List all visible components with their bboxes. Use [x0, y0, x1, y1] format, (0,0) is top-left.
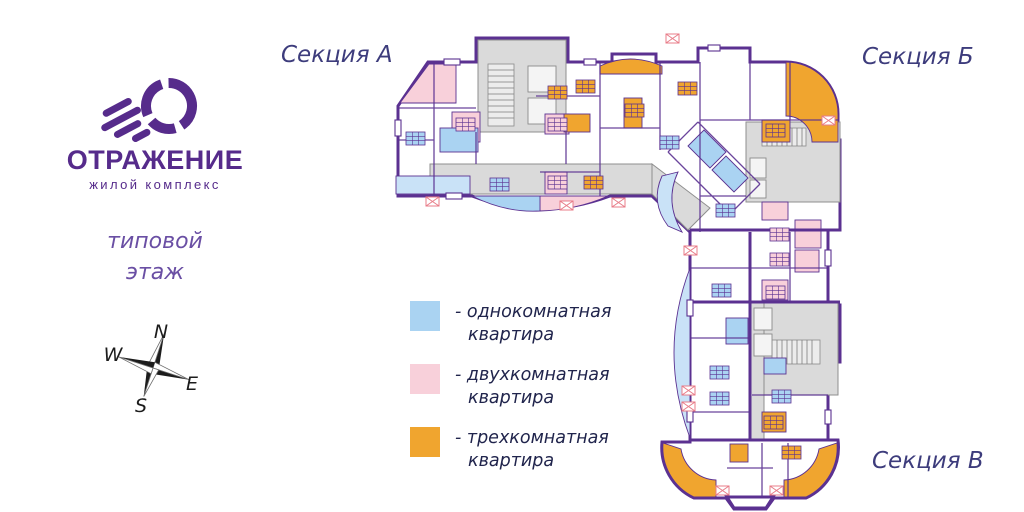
three-room-label-line1: - трехкомнатная: [455, 428, 609, 448]
legend-item-three-room: - трехкомнатная квартира: [410, 427, 611, 473]
legend: - однокомнатная квартира - двухкомнатная…: [410, 301, 611, 490]
compass-star: [118, 333, 190, 397]
one-room-label: - однокомнатная квартира: [455, 301, 611, 347]
section-b-label: Секция Б: [862, 44, 974, 70]
one-room-apartments-layer: [395, 127, 787, 439]
compass-rose: N W E S: [104, 321, 198, 417]
two-room-label-line2: квартира: [468, 388, 555, 408]
two-room-swatch: [410, 364, 440, 394]
logo-title: ОТРАЖЕНИЕ: [66, 145, 244, 175]
floor-type-label: типовой этаж: [82, 226, 228, 288]
bay-window: [724, 495, 776, 510]
two-room-label: - двухкомнатная квартира: [455, 364, 610, 410]
compass-south-label: S: [135, 395, 147, 417]
compass-north-label: N: [154, 321, 168, 343]
two-room-label-line1: - двухкомнатная: [455, 365, 610, 385]
three-room-swatch: [410, 427, 440, 457]
one-room-label-line2: квартира: [468, 325, 555, 345]
structural-walls: [690, 228, 840, 442]
legend-item-two-room: - двухкомнатная квартира: [410, 364, 611, 410]
section-v-label: Секция В: [872, 448, 984, 474]
one-room-label-line1: - однокомнатная: [455, 302, 612, 322]
logo-subtitle: жилой комплекс: [89, 177, 221, 192]
floor-type-line2: этаж: [125, 260, 185, 285]
compass-east-label: E: [186, 373, 198, 395]
windows: [394, 44, 832, 425]
legend-item-one-room: - однокомнатная квартира: [410, 301, 611, 347]
section-a-label: Секция А: [281, 42, 393, 68]
logo: ОТРАЖЕНИЕ жилой комплекс: [52, 66, 258, 192]
one-room-swatch: [410, 301, 440, 331]
floor-type-line1: типовой: [107, 229, 203, 254]
compass-west-label: W: [104, 344, 124, 366]
logo-icon: [101, 78, 197, 142]
stairwell-section-v: [753, 307, 821, 365]
three-room-label-line2: квартира: [468, 451, 555, 471]
three-room-label: - трехкомнатная квартира: [455, 427, 609, 473]
